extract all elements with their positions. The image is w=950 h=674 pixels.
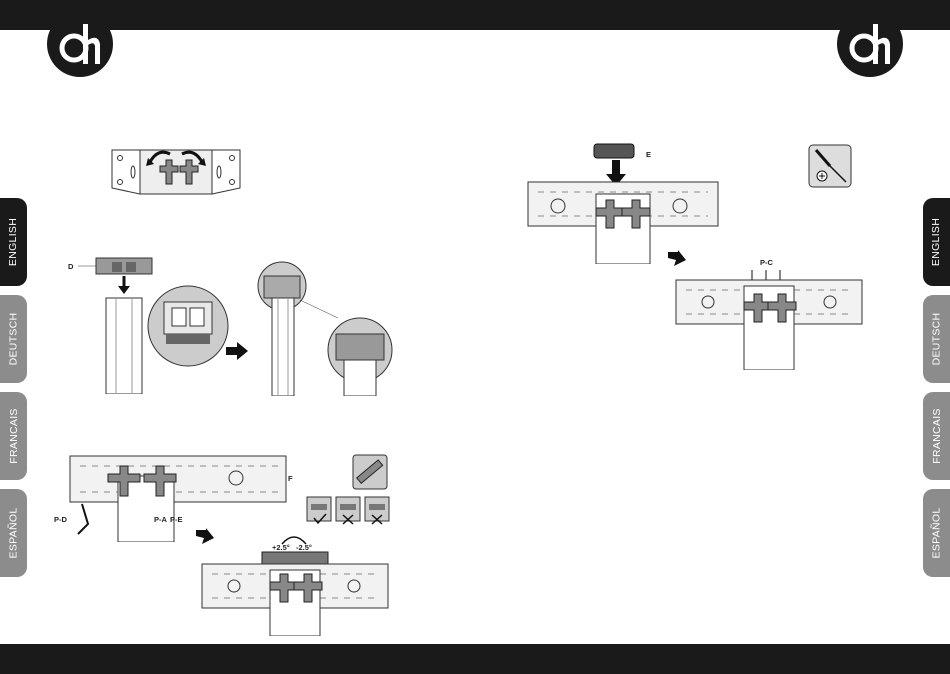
brand-logo-icon	[46, 10, 114, 78]
tab-english[interactable]: ENGLISH	[923, 198, 950, 286]
tab-deutsch[interactable]: DEUTSCH	[923, 295, 950, 383]
tab-espanol[interactable]: ESPAÑOL	[0, 489, 27, 577]
tab-english[interactable]: ENGLISH	[0, 198, 27, 286]
tab-francais[interactable]: FRANCAIS	[0, 392, 27, 480]
label-part-pd: P-D	[54, 515, 67, 524]
brand-logo-icon	[836, 10, 904, 78]
tab-francais[interactable]: FRANCAIS	[923, 392, 950, 480]
figure-plate-with-e	[526, 178, 722, 264]
tab-deutsch[interactable]: DEUTSCH	[0, 295, 27, 383]
arrow-icon	[668, 250, 686, 266]
bottom-band	[0, 644, 950, 674]
label-part-f: F	[288, 474, 293, 483]
top-band	[0, 0, 950, 30]
figure-plate-f	[68, 452, 290, 542]
spirit-level-icon	[352, 454, 388, 490]
screwdriver-icon	[808, 144, 852, 188]
figure-bracket-rotate	[108, 144, 244, 200]
figure-plate-with-pc	[674, 266, 864, 370]
figure-plate-leveled	[200, 530, 390, 636]
label-part-pe: P-E	[170, 515, 183, 524]
figure-part-e	[592, 142, 638, 160]
tab-espanol[interactable]: ESPAÑOL	[923, 489, 950, 577]
label-part-pa: P-A	[154, 515, 167, 524]
arrow-icon	[226, 342, 248, 360]
figure-pole-assembled	[256, 260, 396, 396]
figure-level-checks	[306, 496, 390, 526]
label-part-e: E	[646, 150, 651, 159]
figure-detail-circle-1	[146, 284, 230, 368]
label-part-d: D	[68, 262, 73, 271]
